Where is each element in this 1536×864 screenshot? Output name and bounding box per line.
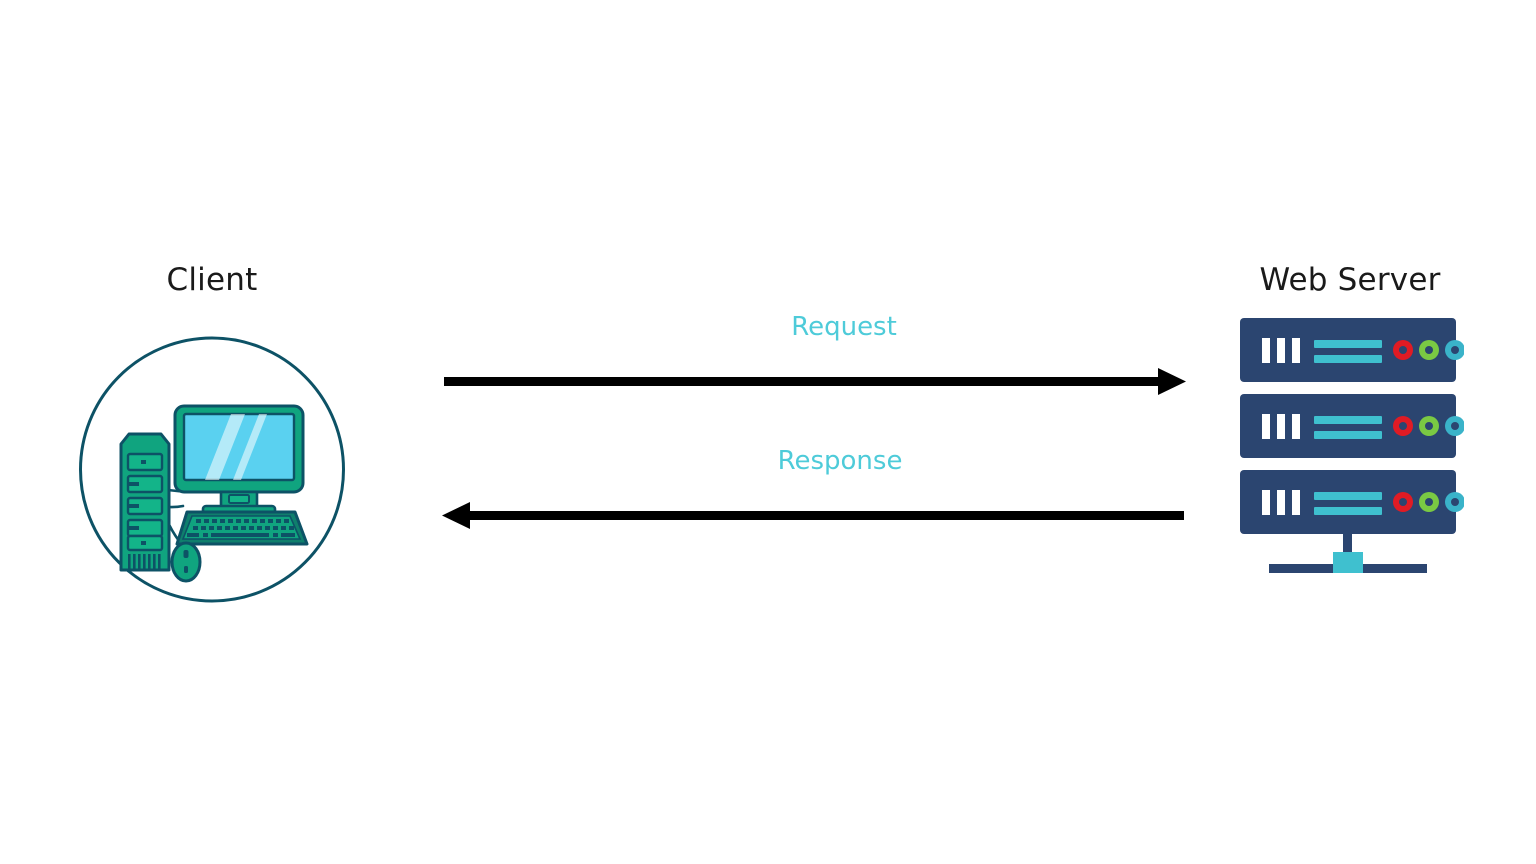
client-node-title: Client: [166, 262, 258, 298]
desktop-computer-icon: [79, 336, 345, 603]
server-unit-1: [1240, 318, 1465, 382]
server-data-lines: [1314, 416, 1382, 439]
server-data-lines: [1314, 492, 1382, 515]
flow-response-label: Response: [777, 446, 903, 476]
server-status-bars: [1262, 338, 1300, 363]
computer-monitor: [173, 404, 305, 516]
server-leds: [1393, 416, 1465, 436]
server-leds: [1393, 492, 1465, 512]
server-rack-icon: [1240, 318, 1465, 573]
computer-tower: [119, 432, 171, 572]
server-data-lines: [1314, 340, 1382, 363]
server-status-bars: [1262, 414, 1300, 439]
client-computer-illustration: [119, 404, 309, 583]
flow-response: Response: [436, 446, 1192, 532]
flow-request-label: Request: [791, 312, 897, 342]
arrow-left-icon: [442, 502, 1184, 529]
server-leds: [1393, 340, 1465, 360]
server-unit-2: [1240, 394, 1465, 458]
server-stand: [1269, 534, 1427, 573]
server-unit-3: [1240, 470, 1465, 534]
computer-keyboard: [175, 510, 309, 546]
server-node-title: Web Server: [1259, 262, 1441, 298]
web-server-node[interactable]: [1236, 312, 1465, 580]
server-status-bars: [1262, 490, 1300, 515]
computer-mouse: [170, 541, 202, 583]
flow-request: Request: [436, 312, 1192, 398]
client-node[interactable]: [79, 334, 345, 605]
arrow-right-icon: [444, 368, 1186, 395]
